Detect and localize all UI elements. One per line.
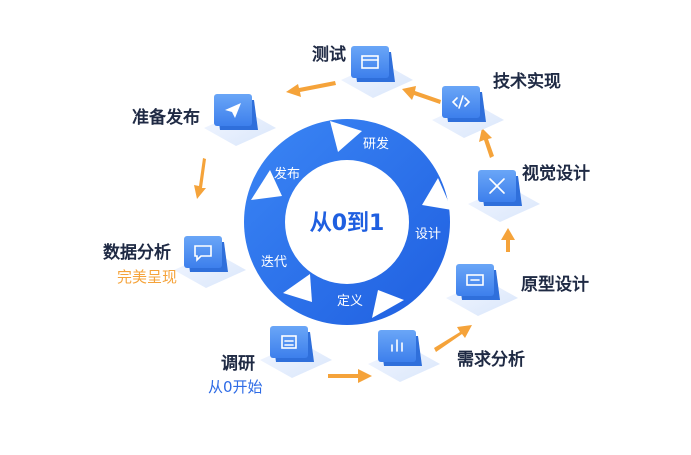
flow-arrow bbox=[286, 81, 336, 97]
step-label-research: 调研 bbox=[221, 354, 255, 374]
flow-arrow bbox=[328, 369, 372, 383]
step-label-requirement: 需求分析 bbox=[457, 350, 525, 370]
paper-plane-icon bbox=[225, 103, 241, 118]
flow-arrow bbox=[194, 158, 206, 199]
tile-face bbox=[351, 46, 389, 78]
chat-chart-icon bbox=[194, 245, 212, 262]
segment-label: 定义 bbox=[337, 294, 363, 309]
step-label-prototype: 原型设计 bbox=[521, 275, 589, 295]
step-tile-1 bbox=[260, 326, 332, 378]
segment-label: 设计 bbox=[415, 227, 441, 242]
segment-label: 研发 bbox=[363, 136, 389, 152]
cycle-title: 从0到1 bbox=[310, 211, 385, 236]
step-tiles bbox=[174, 46, 540, 382]
step-label-test: 测试 bbox=[312, 45, 346, 65]
bar-chart-icon bbox=[391, 339, 403, 352]
wireframe-icon bbox=[466, 274, 484, 286]
flow-arrow bbox=[402, 86, 441, 104]
step-sub-research: 从0开始 bbox=[208, 378, 263, 396]
flow-arrow bbox=[501, 228, 515, 252]
step-tile-2 bbox=[368, 330, 440, 382]
ring-arrowhead bbox=[283, 274, 312, 302]
document-card-icon bbox=[281, 335, 297, 349]
design-tools-icon bbox=[489, 178, 505, 194]
step-sub-data: 完美呈现 bbox=[117, 268, 178, 286]
tile-face bbox=[184, 236, 222, 268]
ring-arrow-separators bbox=[251, 121, 452, 318]
flow-arrow bbox=[434, 325, 472, 352]
step-tile-4 bbox=[468, 170, 540, 222]
step-tile-3 bbox=[446, 264, 518, 316]
ring-arrowhead bbox=[422, 178, 452, 210]
tile-face bbox=[270, 326, 308, 358]
step-tile-5 bbox=[432, 86, 504, 138]
step-tile-7 bbox=[204, 94, 276, 146]
ring-arrowhead bbox=[372, 290, 404, 318]
step-tile-8 bbox=[174, 236, 246, 288]
browser-window-icon bbox=[361, 55, 379, 69]
step-label-tech: 技术实现 bbox=[493, 72, 561, 92]
step-label-visual: 视觉设计 bbox=[522, 164, 590, 184]
ring-inner bbox=[285, 160, 409, 284]
step-label-release: 准备发布 bbox=[132, 108, 200, 128]
segment-label: 迭代 bbox=[261, 255, 287, 270]
step-tile-6 bbox=[341, 46, 413, 98]
ring-arrowhead bbox=[330, 121, 362, 152]
code-icon bbox=[451, 95, 471, 109]
ring-arrowhead bbox=[251, 170, 282, 200]
flow-arrow bbox=[479, 128, 494, 158]
step-label-data: 数据分析 bbox=[103, 243, 171, 263]
cycle-ring: 从0到1 研发 设计 定义 迭代 发布 bbox=[244, 119, 452, 325]
segment-label: 发布 bbox=[274, 166, 300, 182]
flow-arrows bbox=[194, 81, 515, 383]
